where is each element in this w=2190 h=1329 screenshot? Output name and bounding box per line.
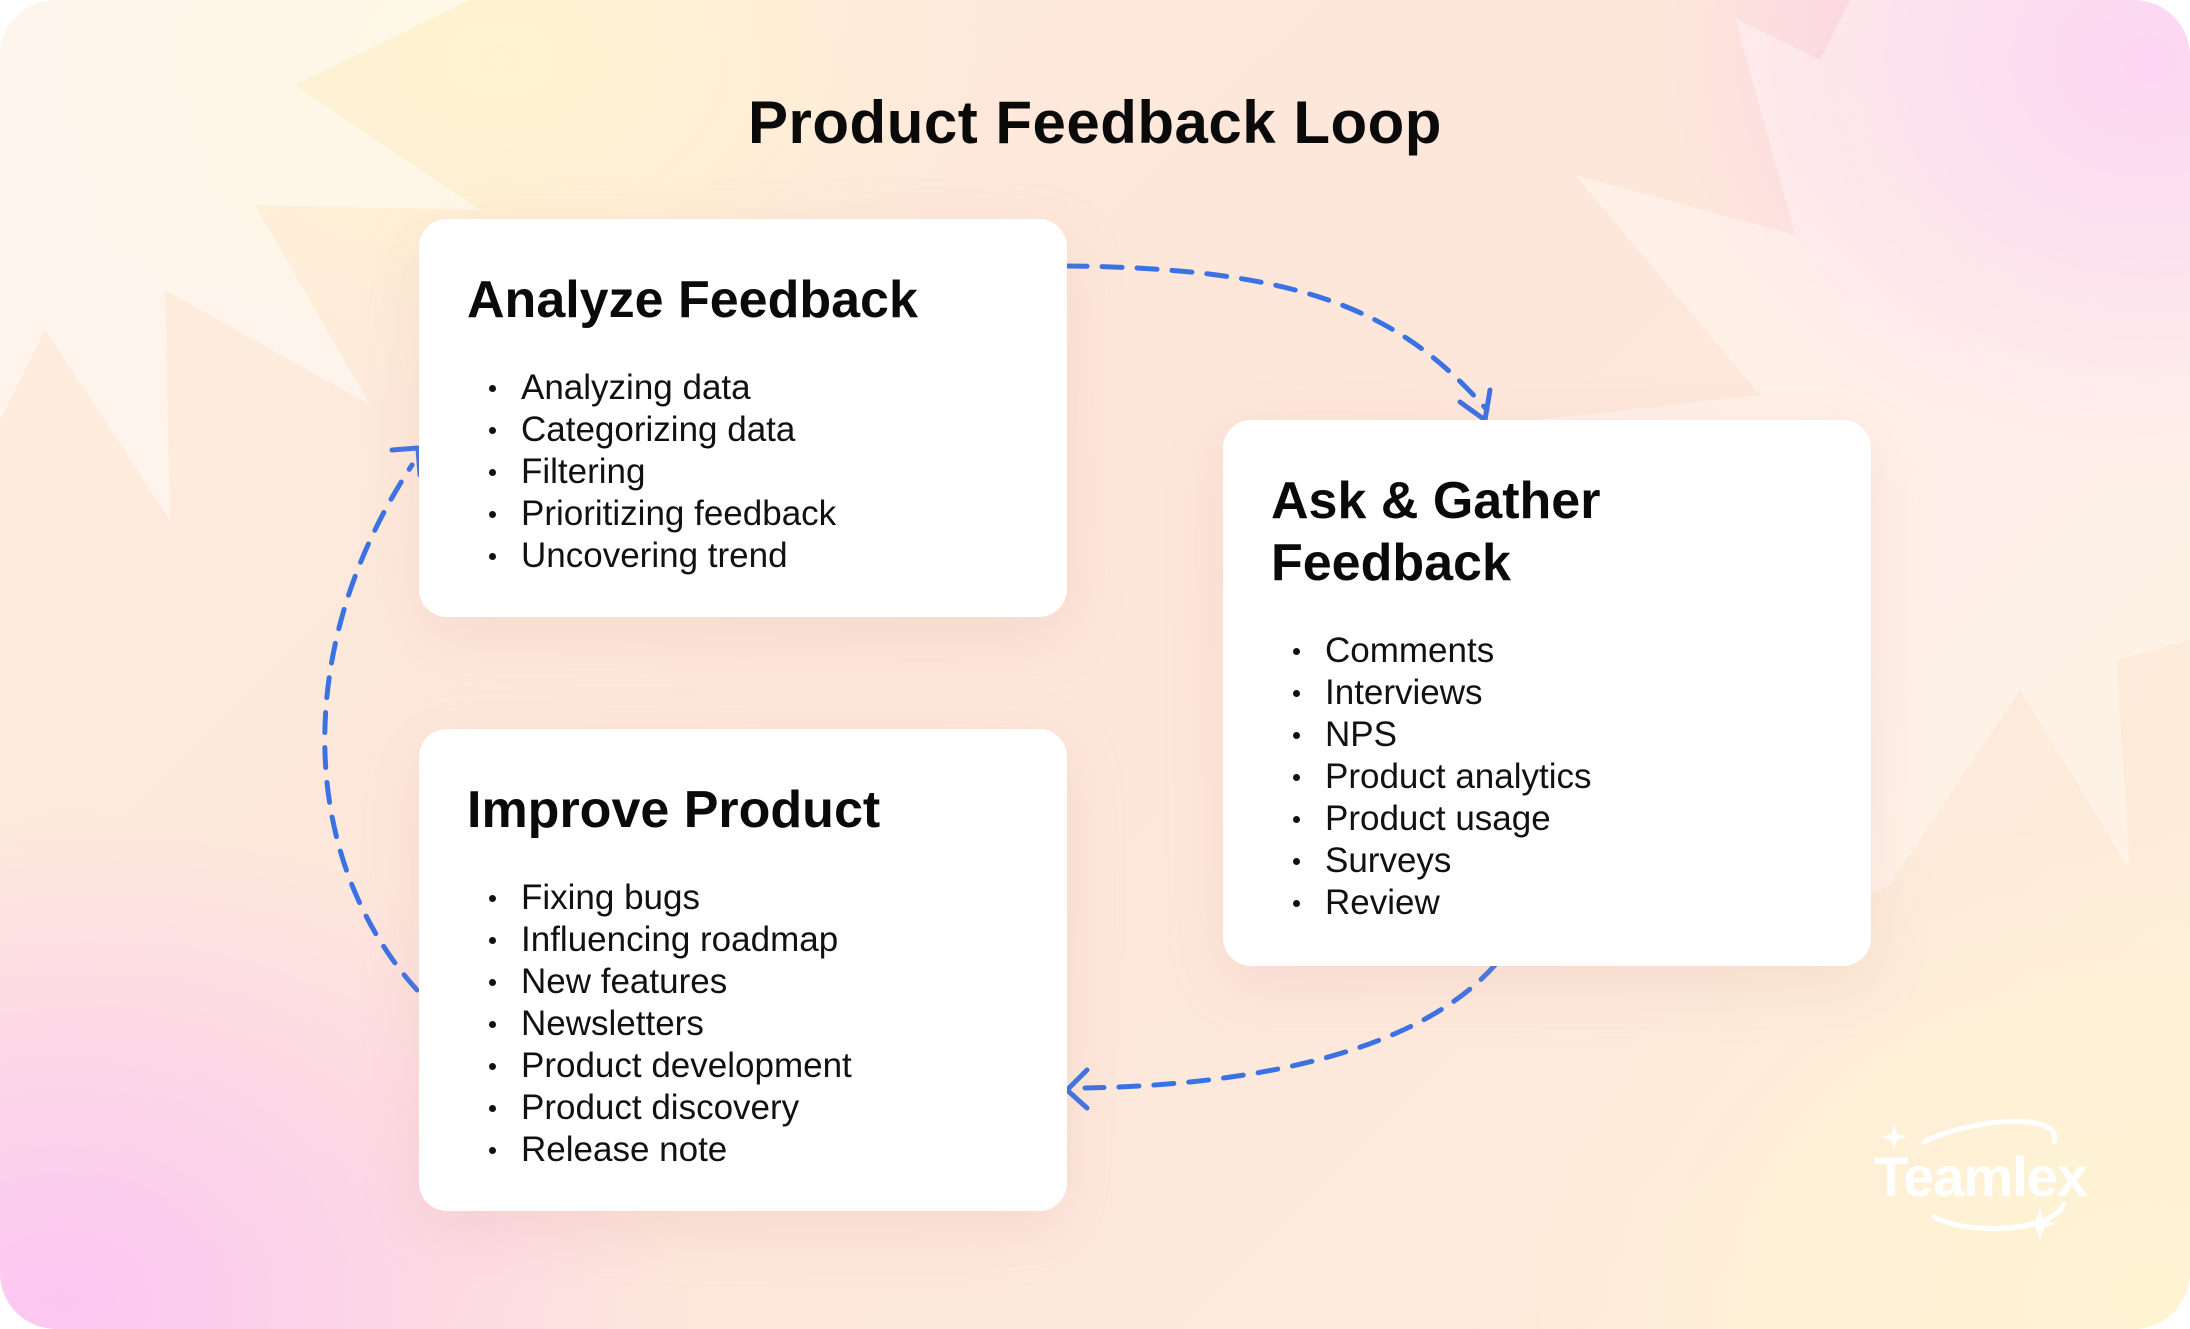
list-item: New features bbox=[467, 961, 1019, 1003]
list-item: Uncovering trend bbox=[467, 535, 1019, 577]
list-item: Categorizing data bbox=[467, 409, 1019, 451]
card-ask-gather-feedback: Ask & Gather Feedback Comments Interview… bbox=[1223, 420, 1871, 966]
list-item: Product discovery bbox=[467, 1087, 1019, 1129]
card-title-ask-line2: Feedback bbox=[1271, 534, 1511, 592]
arrowhead-analyze-icon bbox=[389, 445, 423, 478]
list-item: Review bbox=[1271, 882, 1823, 924]
list-item: Product development bbox=[467, 1045, 1019, 1087]
card-analyze-feedback: Analyze Feedback Analyzing data Categori… bbox=[419, 219, 1067, 617]
arrowhead-improve-icon bbox=[1064, 1067, 1090, 1111]
starburst-top-left bbox=[0, 0, 480, 520]
logo-text: Teamlex bbox=[1874, 1145, 2088, 1208]
connector-analyze-to-ask bbox=[1064, 263, 1490, 413]
improve-item-list: Fixing bugs Influencing roadmap New feat… bbox=[467, 877, 1019, 1171]
list-item: Product analytics bbox=[1271, 756, 1823, 798]
list-item: Product usage bbox=[1271, 798, 1823, 840]
list-item: Analyzing data bbox=[467, 367, 1019, 409]
card-improve-product: Improve Product Fixing bugs Influencing … bbox=[419, 729, 1067, 1211]
list-item: Influencing roadmap bbox=[467, 919, 1019, 961]
card-title-ask-line1: Ask & Gather bbox=[1271, 472, 1601, 530]
list-item: Comments bbox=[1271, 630, 1823, 672]
teamlex-logo: Teamlex bbox=[1864, 1112, 2124, 1242]
list-item: Surveys bbox=[1271, 840, 1823, 882]
diagram-title: Product Feedback Loop bbox=[748, 89, 1442, 156]
card-title-improve: Improve Product bbox=[467, 781, 881, 839]
list-item: Filtering bbox=[467, 451, 1019, 493]
connector-improve-to-analyze bbox=[322, 462, 420, 993]
ask-item-list: Comments Interviews NPS Product analytic… bbox=[1271, 630, 1823, 924]
connector-ask-to-improve bbox=[1082, 962, 1498, 1091]
list-item: Newsletters bbox=[467, 1003, 1019, 1045]
list-item: NPS bbox=[1271, 714, 1823, 756]
list-item: Fixing bugs bbox=[467, 877, 1019, 919]
card-title-analyze: Analyze Feedback bbox=[467, 271, 918, 329]
list-item: Release note bbox=[467, 1129, 1019, 1171]
list-item: Prioritizing feedback bbox=[467, 493, 1019, 535]
card-title-ask: Ask & Gather Feedback bbox=[1271, 470, 1823, 594]
logo-orbit-icon bbox=[1881, 1118, 2067, 1240]
analyze-item-list: Analyzing data Categorizing data Filteri… bbox=[467, 367, 1019, 577]
list-item: Interviews bbox=[1271, 672, 1823, 714]
